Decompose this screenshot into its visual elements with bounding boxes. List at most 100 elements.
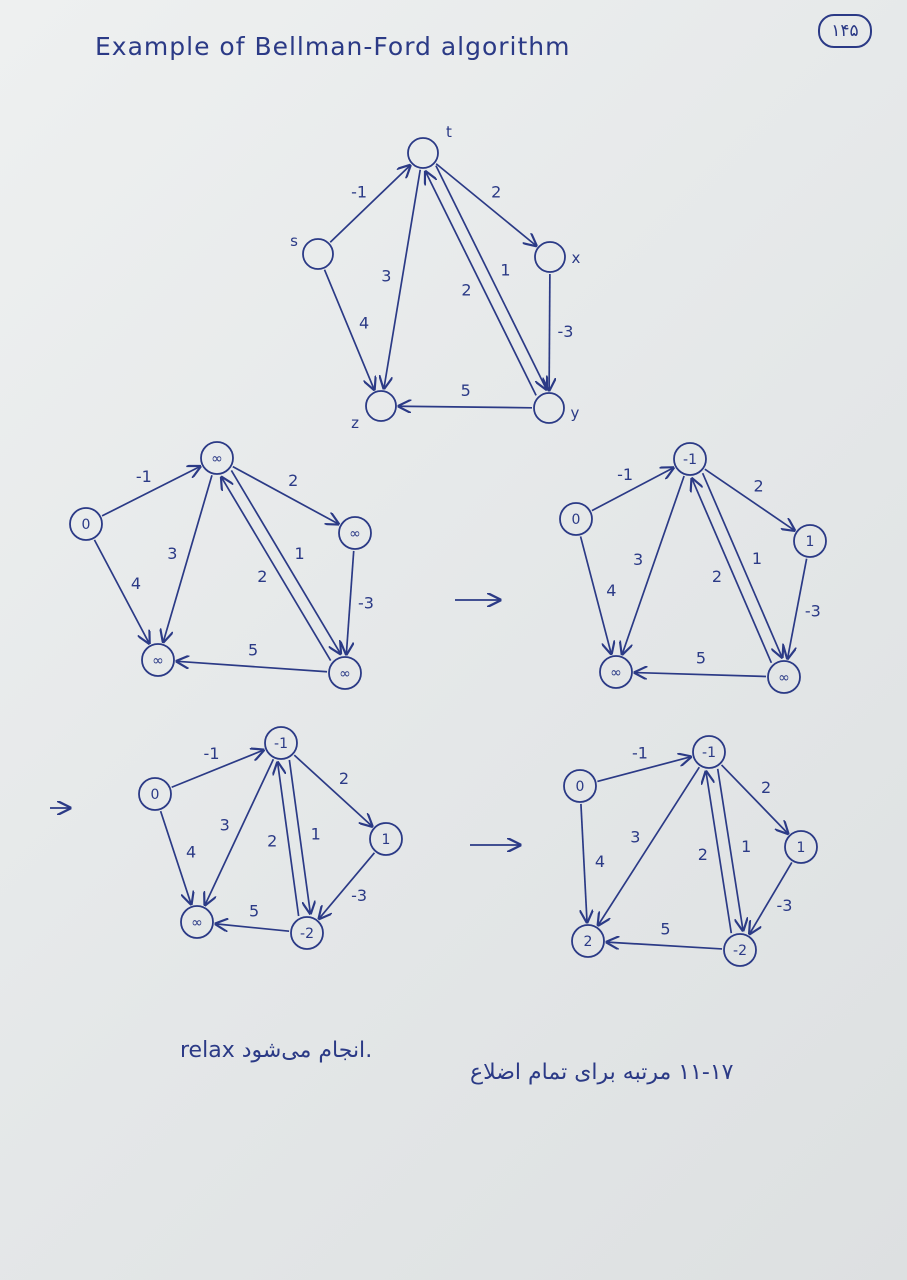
- vertex-x: 1: [784, 830, 818, 864]
- vertex-value-z: 2: [584, 934, 593, 950]
- vertex-s: 0: [563, 769, 597, 803]
- edge-label-s-z: 4: [595, 852, 605, 871]
- edge-t-x: [435, 163, 536, 246]
- vertex-value-y: -2: [300, 926, 314, 942]
- edge-label-y-z: 5: [660, 920, 670, 939]
- edge-label-y-z: 5: [696, 649, 706, 668]
- vertex-value-s: 0: [572, 512, 581, 528]
- vertex-value-y: -2: [733, 943, 747, 959]
- edge-label-t-y: 1: [295, 544, 305, 563]
- edge-label-t-z: 3: [220, 815, 230, 834]
- edge-s-t: [101, 467, 200, 517]
- vertex-y: y: [533, 392, 580, 424]
- vertex-value-s: 0: [82, 517, 91, 533]
- vertex-t: -1: [264, 726, 298, 760]
- vertex-label-y: y: [571, 404, 580, 422]
- edge-label-y-t: 2: [267, 831, 277, 850]
- vertex-t: -1: [673, 442, 707, 476]
- vertex-z: ∞: [599, 655, 633, 689]
- edge-t-z: [598, 766, 701, 925]
- edge-y-t: [222, 477, 332, 662]
- edge-label-x-y: -3: [805, 602, 821, 621]
- vertex-value-t: ∞: [211, 451, 223, 467]
- edge-x-y: [549, 273, 550, 390]
- vertex-value-s: 0: [576, 779, 585, 795]
- vertex-x: 1: [369, 822, 403, 856]
- vertex-value-y: ∞: [778, 670, 790, 686]
- edge-label-y-z: 5: [248, 641, 258, 660]
- vertex-y: -2: [723, 933, 757, 967]
- vertex-value-z: ∞: [152, 653, 164, 669]
- edge-s-t: [171, 750, 264, 789]
- edge-label-x-y: -3: [558, 322, 574, 341]
- vertex-z: z: [351, 390, 397, 432]
- vertex-value-t: -1: [702, 745, 716, 761]
- edge-s-z: [323, 269, 375, 390]
- edge-label-s-z: 4: [131, 574, 141, 593]
- edge-label-y-t: 2: [461, 281, 471, 300]
- edge-x-y: [346, 550, 355, 654]
- edge-label-t-x: 2: [754, 477, 764, 496]
- vertex-label-t: t: [446, 123, 452, 141]
- vertex-z: ∞: [180, 905, 214, 939]
- vertex-value-y: ∞: [339, 666, 351, 682]
- edge-label-t-x: 2: [288, 471, 298, 490]
- edge-label-s-z: 4: [359, 313, 369, 332]
- edge-label-t-z: 3: [630, 827, 640, 846]
- edge-label-t-y: 1: [500, 260, 510, 279]
- edge-y-z: [635, 673, 767, 677]
- edge-s-t: [591, 468, 673, 512]
- vertex-x: x: [534, 241, 581, 273]
- edge-label-s-t: -1: [632, 744, 648, 763]
- edge-y-t: [278, 763, 300, 917]
- edge-s-z: [93, 539, 149, 643]
- edge-y-z: [399, 406, 533, 408]
- vertex-t: t: [407, 123, 452, 169]
- edge-t-y: [288, 759, 310, 913]
- vertex-z: 2: [571, 924, 605, 958]
- edge-s-z: [159, 810, 191, 904]
- page-title: Example of Bellman-Ford algorithm: [95, 32, 571, 61]
- edge-t-x: [720, 764, 788, 833]
- edge-label-s-z: 4: [606, 581, 616, 600]
- edge-label-y-z: 5: [249, 902, 259, 921]
- edge-y-t: [706, 772, 733, 934]
- vertex-value-t: -1: [683, 452, 697, 468]
- vertex-t: ∞: [200, 441, 234, 475]
- edge-t-y: [716, 768, 743, 930]
- vertex-value-s: 0: [151, 787, 160, 803]
- vertex-s: s: [290, 232, 334, 270]
- edge-label-s-z: 4: [186, 843, 196, 862]
- vertex-label-s: s: [290, 232, 298, 250]
- edge-y-z: [177, 661, 328, 673]
- edge-label-t-y: 1: [752, 549, 762, 568]
- edge-label-t-x: 2: [761, 778, 771, 797]
- edge-x-y: [750, 862, 793, 933]
- edge-t-y: [701, 472, 782, 657]
- edge-x-y: [319, 852, 376, 919]
- edge-label-s-t: -1: [204, 744, 220, 763]
- edge-y-t: [692, 479, 773, 664]
- edge-t-z: [163, 475, 213, 641]
- edge-label-t-x: 2: [339, 769, 349, 788]
- edge-t-z: [384, 169, 422, 388]
- edge-y-z: [607, 942, 723, 950]
- page-number: ۱۴۵: [818, 14, 872, 48]
- vertex-s: 0: [138, 777, 172, 811]
- vertex-y: -2: [290, 916, 324, 950]
- vertex-label-x: x: [572, 249, 581, 267]
- edge-label-y-t: 2: [257, 567, 267, 586]
- edge-label-s-t: -1: [136, 467, 152, 486]
- edge-s-z: [579, 536, 612, 653]
- edge-label-t-y: 1: [311, 825, 321, 844]
- edge-x-y: [788, 558, 808, 659]
- edge-label-s-t: -1: [351, 182, 367, 201]
- edge-t-x: [232, 465, 338, 524]
- edge-label-t-z: 3: [167, 544, 177, 563]
- edge-label-y-z: 5: [461, 381, 471, 400]
- vertex-s: 0: [559, 502, 593, 536]
